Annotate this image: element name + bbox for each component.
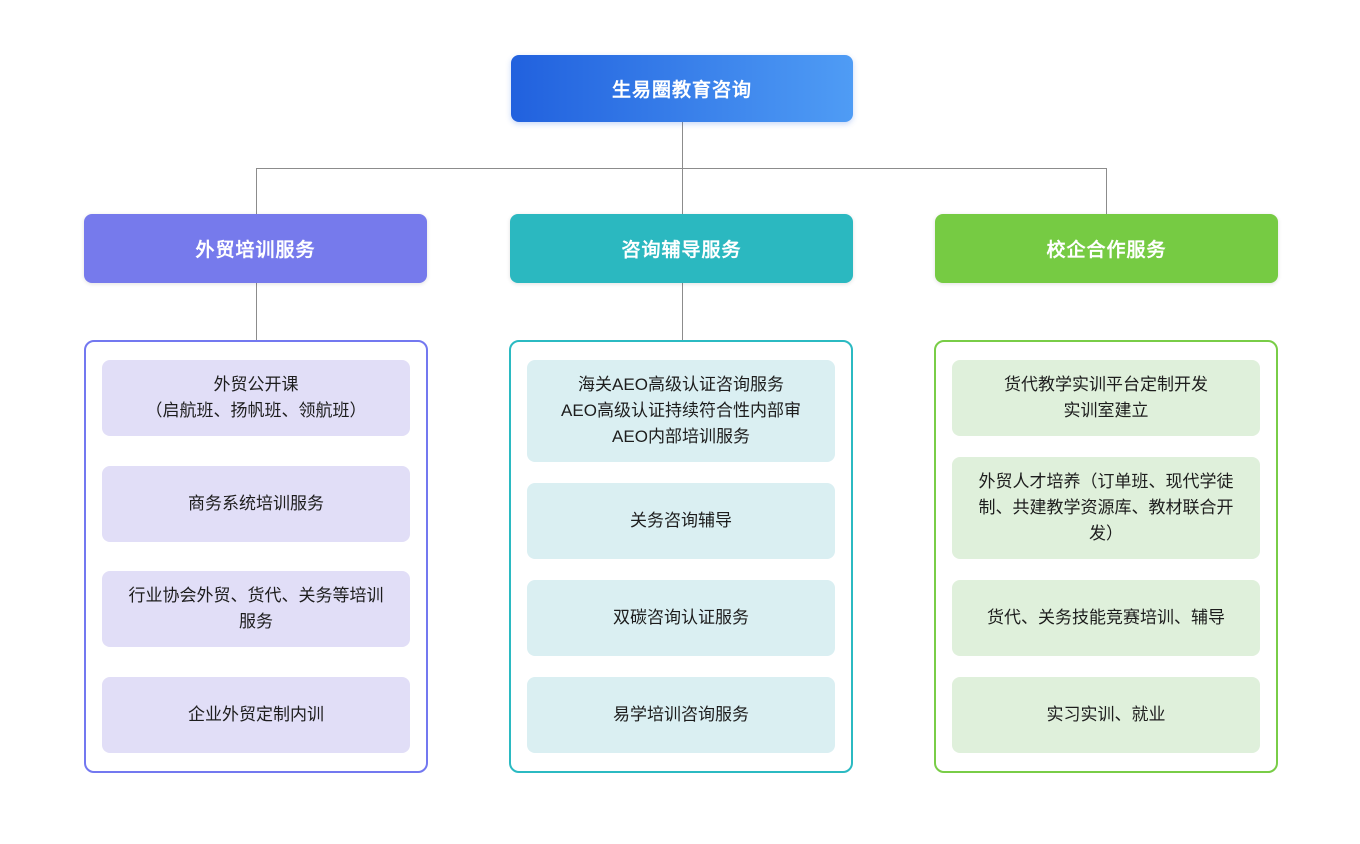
connector-panel-left (256, 283, 257, 340)
branch-header-school-enterprise: 校企合作服务 (935, 214, 1278, 283)
branch-panel-consulting: 海关AEO高级认证咨询服务 AEO高级认证持续符合性内部审 AEO内部培训服务 … (509, 340, 853, 773)
service-item: 双碳咨询认证服务 (527, 580, 835, 656)
connector-root-down (682, 122, 683, 168)
service-item: 易学培训咨询服务 (527, 677, 835, 753)
service-item: 关务咨询辅导 (527, 483, 835, 559)
service-item: 货代教学实训平台定制开发 实训室建立 (952, 360, 1260, 436)
connector-drop-middle (682, 168, 683, 214)
root-node: 生易圈教育咨询 (511, 55, 853, 122)
branch-panel-trade-training: 外贸公开课 （启航班、扬帆班、领航班） 商务系统培训服务 行业协会外贸、货代、关… (84, 340, 428, 773)
service-item: 企业外贸定制内训 (102, 676, 410, 753)
connector-horizontal (256, 168, 1106, 169)
service-item: 海关AEO高级认证咨询服务 AEO高级认证持续符合性内部审 AEO内部培训服务 (527, 360, 835, 462)
branch-header-consulting: 咨询辅导服务 (510, 214, 853, 283)
connector-drop-left (256, 168, 257, 214)
service-item: 商务系统培训服务 (102, 465, 410, 542)
service-item: 外贸公开课 （启航班、扬帆班、领航班） (102, 360, 410, 436)
connector-panel-middle (682, 283, 683, 340)
service-item: 实习实训、就业 (952, 677, 1260, 753)
service-item: 外贸人才培养（订单班、现代学徒制、共建教学资源库、教材联合开发） (952, 457, 1260, 559)
connector-drop-right (1106, 168, 1107, 214)
branch-header-trade-training: 外贸培训服务 (84, 214, 427, 283)
branch-panel-school-enterprise: 货代教学实训平台定制开发 实训室建立 外贸人才培养（订单班、现代学徒制、共建教学… (934, 340, 1278, 773)
service-item: 货代、关务技能竞赛培训、辅导 (952, 580, 1260, 656)
service-item: 行业协会外贸、货代、关务等培训服务 (102, 571, 410, 648)
